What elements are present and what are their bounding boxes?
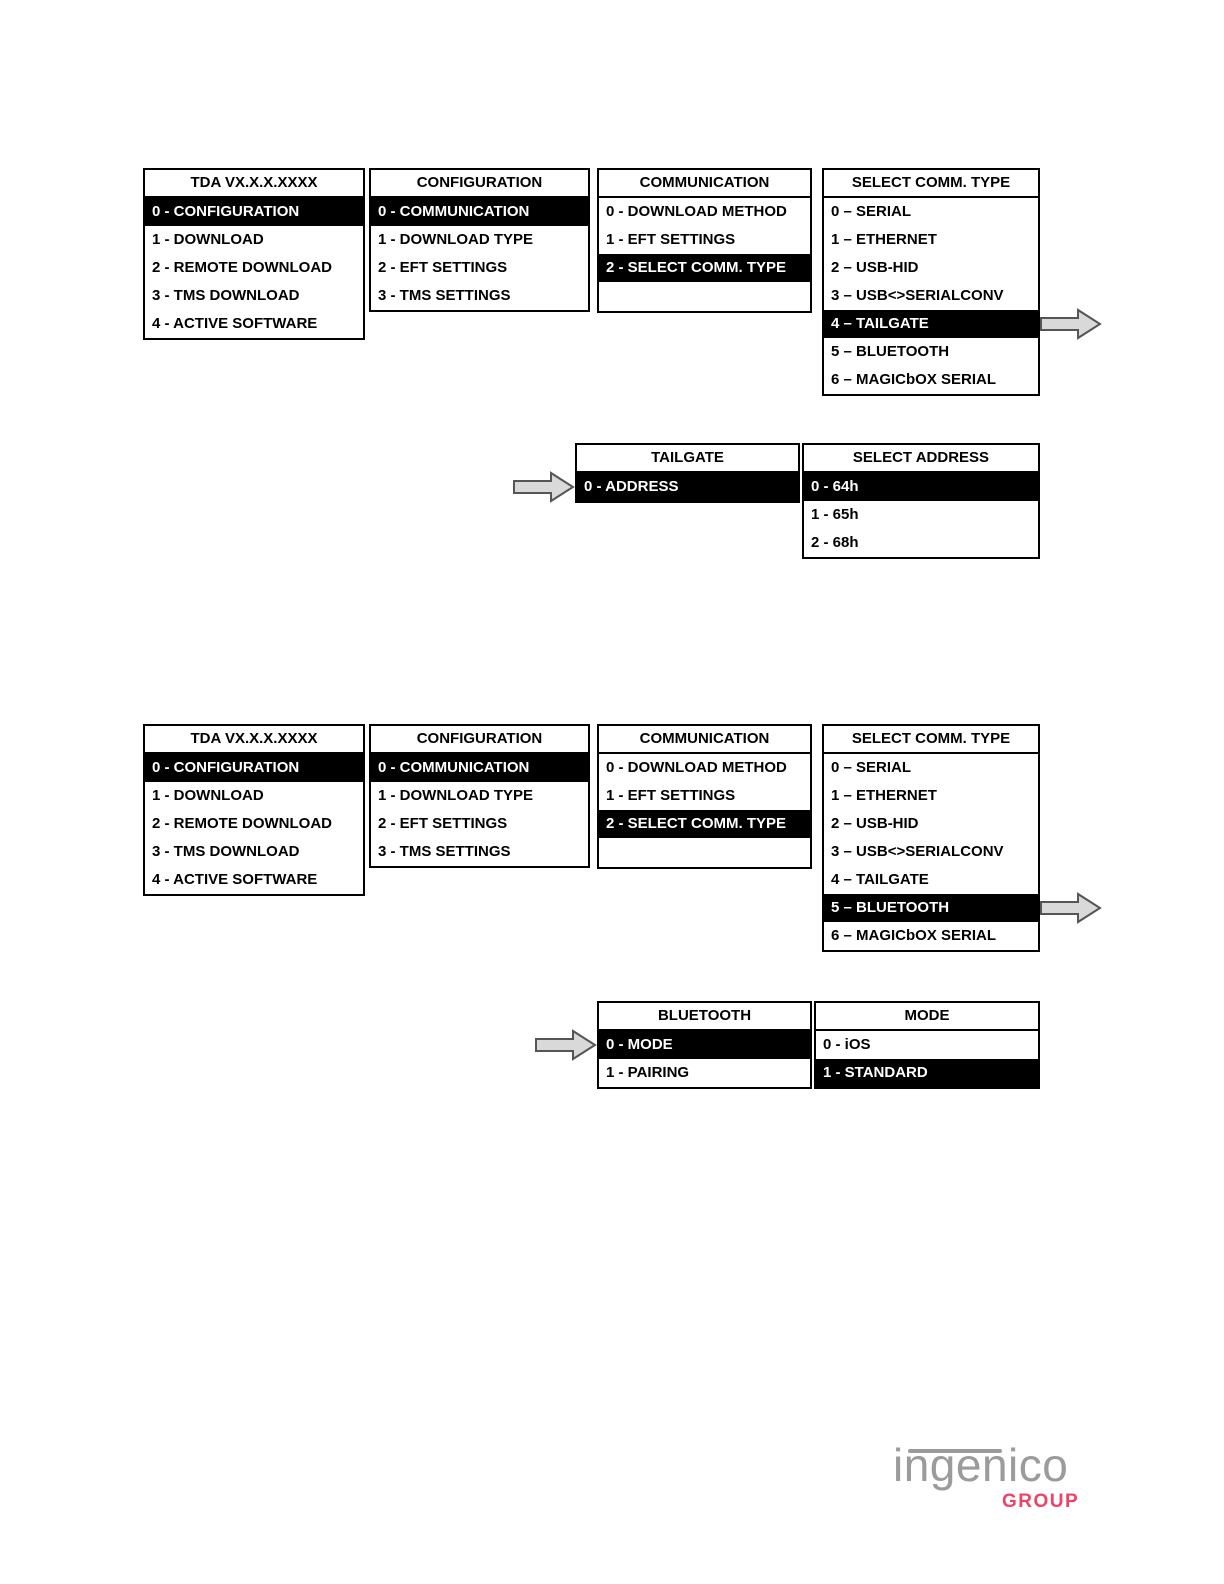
menu-table-select-address: SELECT ADDRESS 0 - 64h 1 - 65h 2 - 68h — [802, 443, 1040, 559]
ingenico-logo: ingenico GROUP — [893, 1439, 1078, 1512]
menu-item: 0 - DOWNLOAD METHOD — [599, 198, 810, 226]
menu-item: 0 - CONFIGURATION — [145, 754, 363, 782]
menu-item: 2 – USB-HID — [824, 810, 1038, 838]
menu-table-title: TDA VX.X.X.XXXX — [145, 726, 363, 754]
logo-group-label: GROUP — [1002, 1491, 1080, 1512]
menu-item: 0 – SERIAL — [824, 198, 1038, 226]
menu-item: 4 - ACTIVE SOFTWARE — [145, 310, 363, 338]
menu-item: 2 - REMOTE DOWNLOAD — [145, 810, 363, 838]
menu-table-title: SELECT COMM. TYPE — [824, 726, 1038, 754]
menu-item: 1 - PAIRING — [599, 1059, 810, 1087]
menu-item: 1 - 65h — [804, 501, 1038, 529]
menu-table-communication-bottom: COMMUNICATION 0 - DOWNLOAD METHOD 1 - EF… — [597, 724, 812, 869]
right-arrow-icon — [513, 471, 575, 503]
menu-item: 1 – ETHERNET — [824, 782, 1038, 810]
menu-item: 0 – SERIAL — [824, 754, 1038, 782]
menu-item: 2 - REMOTE DOWNLOAD — [145, 254, 363, 282]
right-arrow-icon — [1040, 892, 1102, 924]
menu-item: 4 – TAILGATE — [824, 310, 1038, 338]
menu-table-title: BLUETOOTH — [599, 1003, 810, 1031]
menu-table-tailgate: TAILGATE 0 - ADDRESS — [575, 443, 800, 503]
menu-item: 0 - iOS — [816, 1031, 1038, 1059]
menu-item: 3 – USB<>SERIALCONV — [824, 838, 1038, 866]
menu-table-tda-bottom: TDA VX.X.X.XXXX 0 - CONFIGURATION 1 - DO… — [143, 724, 365, 896]
menu-item: 3 - TMS DOWNLOAD — [145, 838, 363, 866]
menu-item: 1 - DOWNLOAD — [145, 226, 363, 254]
menu-item: 0 - COMMUNICATION — [371, 198, 588, 226]
menu-table-bluetooth: BLUETOOTH 0 - MODE 1 - PAIRING — [597, 1001, 812, 1089]
menu-item: 4 – TAILGATE — [824, 866, 1038, 894]
menu-table-title: TAILGATE — [577, 445, 798, 473]
menu-item: 1 - EFT SETTINGS — [599, 782, 810, 810]
menu-table-communication-top: COMMUNICATION 0 - DOWNLOAD METHOD 1 - EF… — [597, 168, 812, 313]
menu-item: 3 - TMS SETTINGS — [371, 838, 588, 866]
menu-table-title: SELECT ADDRESS — [804, 445, 1038, 473]
menu-table-title: CONFIGURATION — [371, 170, 588, 198]
menu-table-select-comm-type-top: SELECT COMM. TYPE 0 – SERIAL 1 – ETHERNE… — [822, 168, 1040, 396]
menu-item: 5 – BLUETOOTH — [824, 338, 1038, 366]
menu-item: 3 - TMS DOWNLOAD — [145, 282, 363, 310]
menu-table-title: MODE — [816, 1003, 1038, 1031]
menu-item: 0 - COMMUNICATION — [371, 754, 588, 782]
menu-item: 2 - EFT SETTINGS — [371, 810, 588, 838]
logo-overline — [908, 1449, 1002, 1453]
menu-item: 4 - ACTIVE SOFTWARE — [145, 866, 363, 894]
menu-table-configuration-top: CONFIGURATION 0 - COMMUNICATION 1 - DOWN… — [369, 168, 590, 312]
logo-wordmark: ingenico — [893, 1439, 1069, 1491]
menu-item: 2 - SELECT COMM. TYPE — [599, 810, 810, 838]
menu-table-title: COMMUNICATION — [599, 726, 810, 754]
menu-item: 1 - DOWNLOAD — [145, 782, 363, 810]
menu-item: 2 – USB-HID — [824, 254, 1038, 282]
menu-table-tda-top: TDA VX.X.X.XXXX 0 - CONFIGURATION 1 - DO… — [143, 168, 365, 340]
menu-table-configuration-bottom: CONFIGURATION 0 - COMMUNICATION 1 - DOWN… — [369, 724, 590, 868]
menu-table-select-comm-type-bottom: SELECT COMM. TYPE 0 – SERIAL 1 – ETHERNE… — [822, 724, 1040, 952]
menu-table-title: SELECT COMM. TYPE — [824, 170, 1038, 198]
menu-item: 3 - TMS SETTINGS — [371, 282, 588, 310]
menu-item: 0 - CONFIGURATION — [145, 198, 363, 226]
menu-item: 2 - EFT SETTINGS — [371, 254, 588, 282]
menu-item: 0 - 64h — [804, 473, 1038, 501]
menu-table-title: CONFIGURATION — [371, 726, 588, 754]
menu-item: 1 – ETHERNET — [824, 226, 1038, 254]
menu-item: 1 - EFT SETTINGS — [599, 226, 810, 254]
menu-table-mode: MODE 0 - iOS 1 - STANDARD — [814, 1001, 1040, 1089]
menu-item: 1 - STANDARD — [816, 1059, 1038, 1087]
menu-item: 1 - DOWNLOAD TYPE — [371, 782, 588, 810]
menu-table-title: TDA VX.X.X.XXXX — [145, 170, 363, 198]
menu-item: 2 - SELECT COMM. TYPE — [599, 254, 810, 282]
right-arrow-icon — [535, 1029, 597, 1061]
menu-item: 5 – BLUETOOTH — [824, 894, 1038, 922]
right-arrow-icon — [1040, 308, 1102, 340]
menu-item: 1 - DOWNLOAD TYPE — [371, 226, 588, 254]
menu-item: 2 - 68h — [804, 529, 1038, 557]
menu-item: 0 - MODE — [599, 1031, 810, 1059]
menu-item: 6 – MAGICbOX SERIAL — [824, 366, 1038, 394]
menu-item: 6 – MAGICbOX SERIAL — [824, 922, 1038, 950]
menu-item: 3 – USB<>SERIALCONV — [824, 282, 1038, 310]
menu-item: 0 - ADDRESS — [577, 473, 798, 501]
menu-item: 0 - DOWNLOAD METHOD — [599, 754, 810, 782]
menu-table-title: COMMUNICATION — [599, 170, 810, 198]
